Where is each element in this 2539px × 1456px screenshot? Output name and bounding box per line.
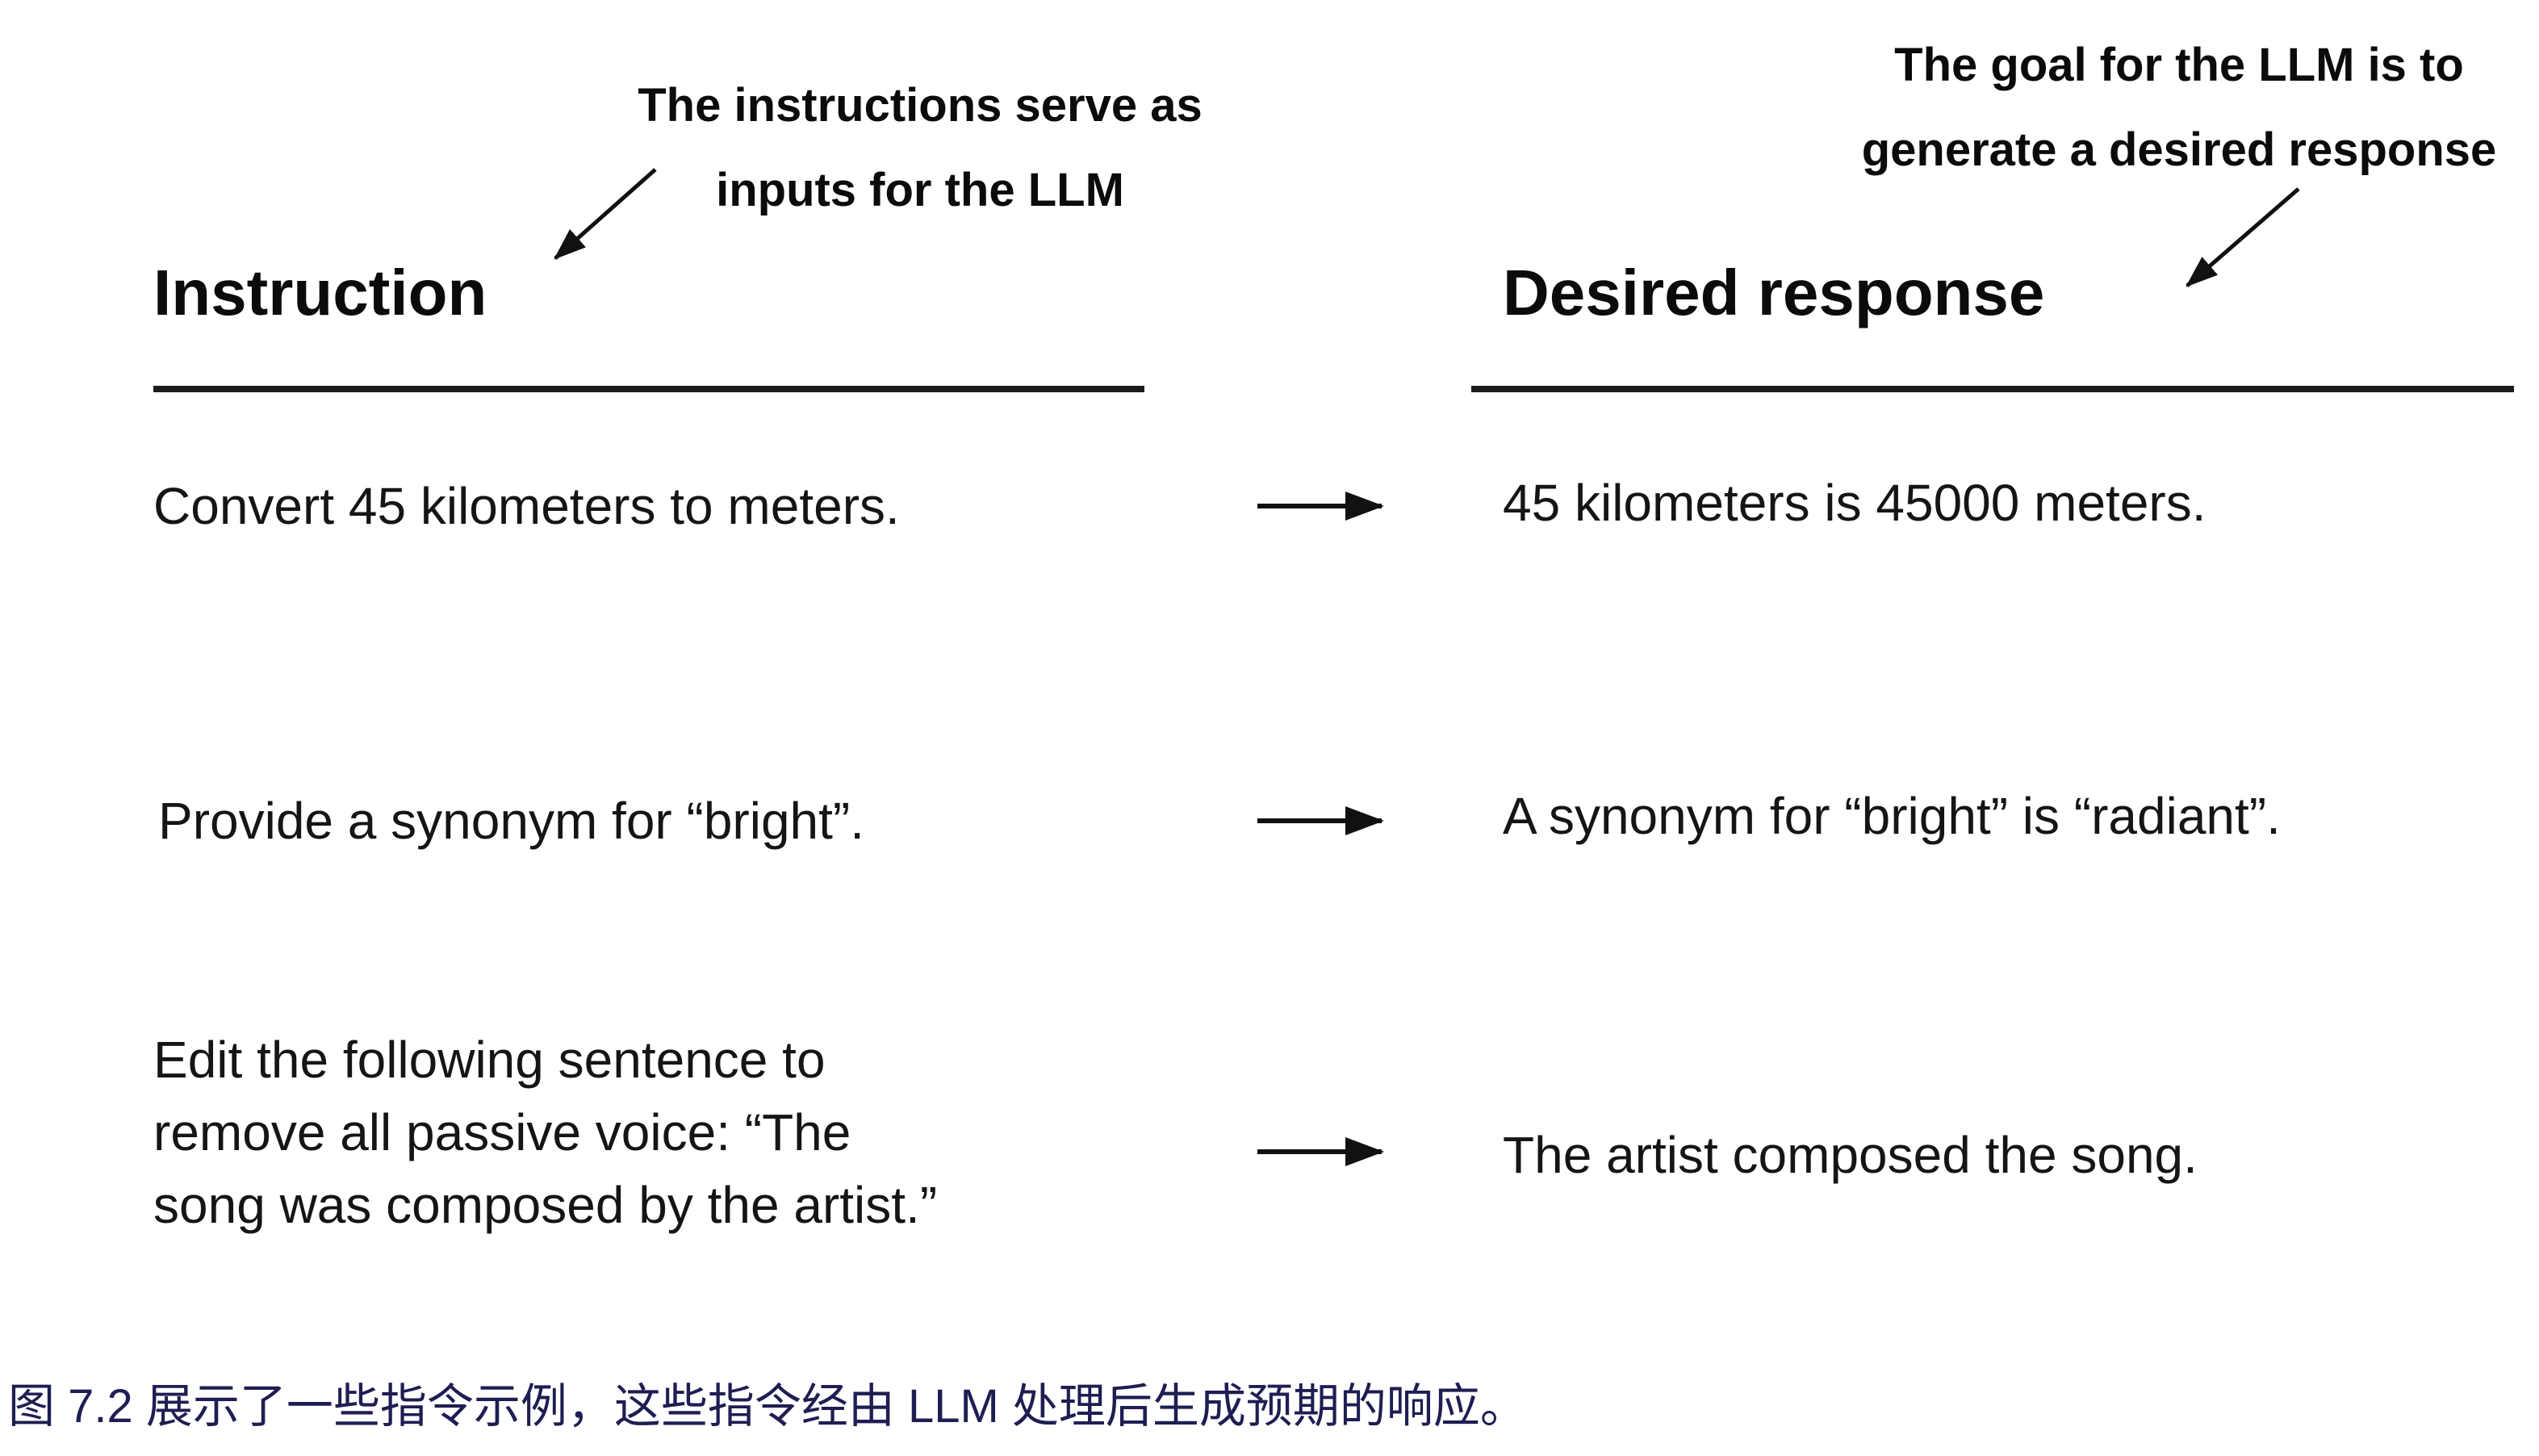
annotation-instruction-note-line2: inputs for the LLM bbox=[716, 164, 1124, 216]
annotation-arrow-left-icon bbox=[554, 168, 657, 260]
row-1-instruction: Convert 45 kilometers to meters. bbox=[153, 477, 900, 535]
annotation-instruction-note: The instructions serve as inputs for the… bbox=[517, 63, 1324, 232]
instruction-column-header: Instruction bbox=[153, 257, 487, 328]
desired-response-column-header: Desired response bbox=[1503, 257, 2045, 328]
row-1-arrow-icon bbox=[1257, 492, 1384, 521]
annotation-arrow-right-icon bbox=[2186, 187, 2300, 287]
figure-caption: 图 7.2 展示了一些指令示例，这些指令经由 LLM 处理后生成预期的响应。 bbox=[8, 1380, 1527, 1433]
annotation-response-note-line1: The goal for the LLM is to bbox=[1894, 39, 2464, 91]
annotation-response-note-line2: generate a desired response bbox=[1861, 123, 2497, 176]
annotation-instruction-note-line1: The instructions serve as bbox=[638, 79, 1203, 132]
row-3-instruction: Edit the following sentence to remove al… bbox=[153, 1031, 938, 1234]
row-2-response: A synonym for “bright” is “radiant”. bbox=[1503, 787, 2281, 845]
instruction-column-rule bbox=[153, 386, 1144, 392]
annotation-response-note: The goal for the LLM is to generate a de… bbox=[1800, 23, 2539, 192]
row-1-response: 45 kilometers is 45000 meters. bbox=[1503, 474, 2206, 532]
row-2-instruction: Provide a synonym for “bright”. bbox=[158, 792, 864, 850]
row-2-arrow-icon bbox=[1257, 806, 1384, 835]
row-3-response: The artist composed the song. bbox=[1503, 1126, 2198, 1184]
row-3-arrow-icon bbox=[1257, 1137, 1384, 1166]
desired-response-column-rule bbox=[1471, 386, 2514, 392]
